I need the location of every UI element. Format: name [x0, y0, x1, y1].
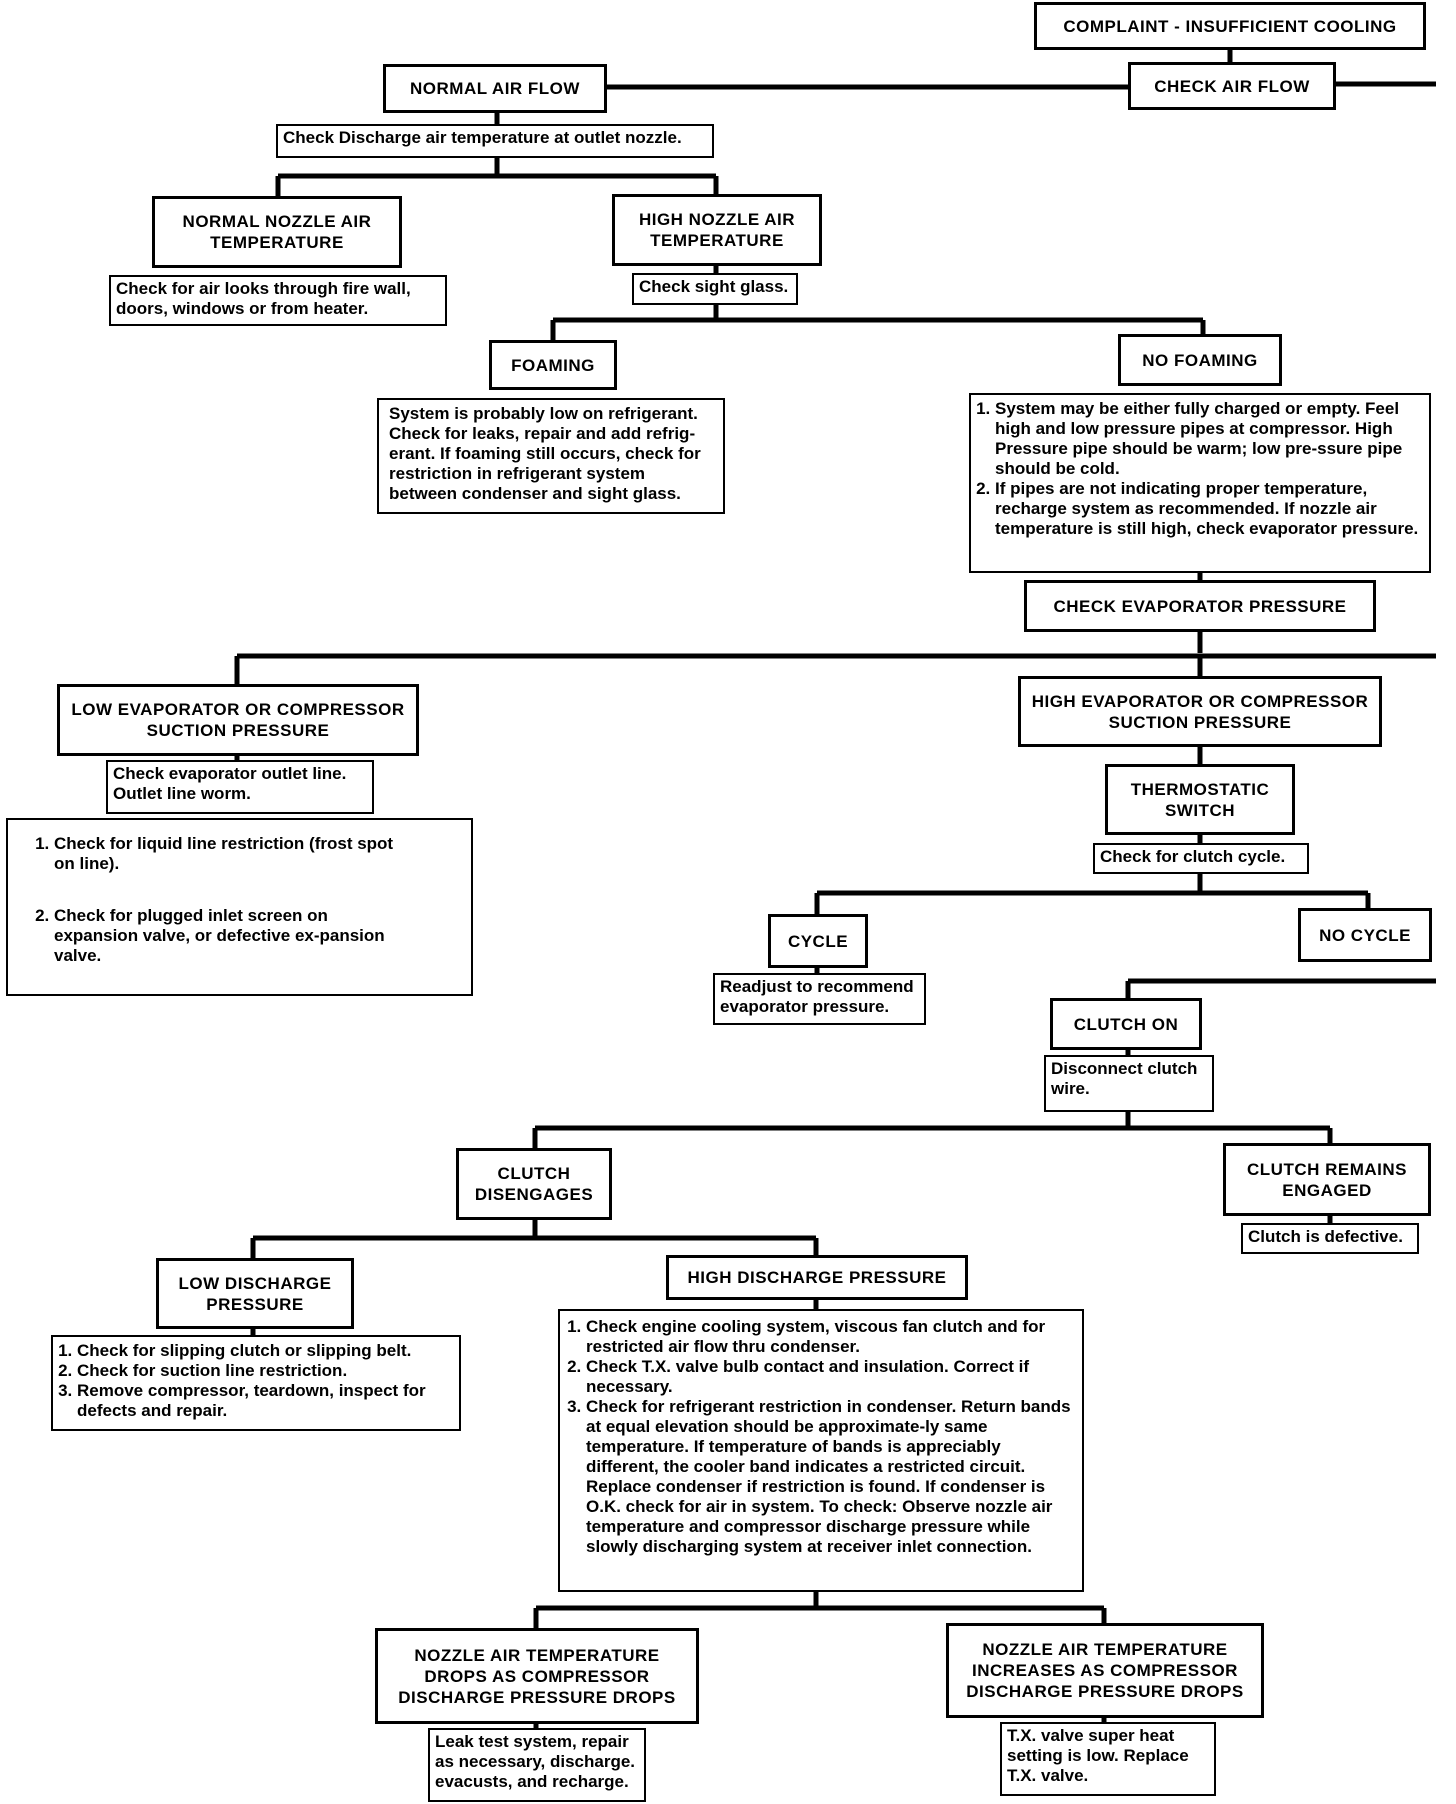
- check-sight-glass-note: Check sight glass.: [632, 273, 798, 305]
- clutch-defective-note: Clutch is defective.: [1241, 1223, 1419, 1254]
- normal-air-flow-label: NORMAL AIR FLOW: [410, 79, 580, 98]
- high-discharge-item: Check T.X. valve bulb contact and insula…: [586, 1357, 1078, 1397]
- low-discharge-note: Check for slipping clutch or slipping be…: [51, 1335, 461, 1431]
- tx-valve-text: T.X. valve super heat setting is low. Re…: [1007, 1726, 1189, 1785]
- thermostatic-switch-box: THERMOSTATIC SWITCH: [1105, 764, 1295, 835]
- clutch-disengages-box: CLUTCH DISENGAGES: [456, 1148, 612, 1220]
- high-discharge-item: Check engine cooling system, viscous fan…: [586, 1317, 1078, 1357]
- disconnect-wire-text: Disconnect clutch wire.: [1051, 1059, 1198, 1098]
- normal-air-flow-box: NORMAL AIR FLOW: [383, 64, 607, 113]
- no-foaming-item: If pipes are not indicating proper tempe…: [995, 479, 1425, 539]
- low-evap-item: Check for plugged inlet screen on expans…: [54, 906, 411, 966]
- complaint-box: COMPLAINT - INSUFFICIENT COOLING: [1034, 2, 1426, 50]
- check-air-leaks-text: Check for air looks through fire wall, d…: [116, 279, 411, 318]
- high-discharge-label: HIGH DISCHARGE PRESSURE: [687, 1268, 947, 1287]
- low-evap-box: LOW EVAPORATOR OR COMPRESSOR SUCTION PRE…: [57, 684, 419, 756]
- readjust-text: Readjust to recommend evaporator pressur…: [720, 977, 914, 1016]
- low-evap-item: Check for liquid line restriction (frost…: [54, 834, 411, 874]
- no-cycle-label: NO CYCLE: [1319, 925, 1411, 945]
- check-evap-pressure-label: CHECK EVAPORATOR PRESSURE: [1053, 596, 1347, 616]
- check-sight-glass-text: Check sight glass.: [639, 277, 789, 296]
- no-foaming-item: System may be either fully charged or em…: [995, 399, 1425, 479]
- clutch-disengages-label: CLUTCH DISENGAGES: [474, 1164, 594, 1204]
- clutch-remains-box: CLUTCH REMAINS ENGAGED: [1223, 1143, 1431, 1216]
- check-clutch-cycle-text: Check for clutch cycle.: [1100, 847, 1286, 866]
- check-air-leaks-note: Check for air looks through fire wall, d…: [109, 275, 447, 326]
- low-evap-note: Check for liquid line restriction (frost…: [6, 818, 473, 996]
- leak-test-note: Leak test system, repair as necessary, d…: [428, 1728, 646, 1802]
- check-evap-outlet-text: Check evaporator outlet line. Outlet lin…: [113, 764, 347, 803]
- normal-nozzle-temp-label: NORMAL NOZZLE AIR TEMPERATURE: [182, 212, 372, 252]
- foaming-label: FOAMING: [511, 355, 595, 375]
- check-evap-outlet-note: Check evaporator outlet line. Outlet lin…: [106, 760, 374, 814]
- low-evap-label: LOW EVAPORATOR OR COMPRESSOR SUCTION PRE…: [71, 700, 405, 740]
- high-discharge-note: Check engine cooling system, viscous fan…: [558, 1309, 1084, 1592]
- check-air-flow-label: CHECK AIR FLOW: [1154, 76, 1310, 96]
- high-evap-label: HIGH EVAPORATOR OR COMPRESSOR SUCTION PR…: [1031, 691, 1369, 732]
- check-clutch-cycle-note: Check for clutch cycle.: [1093, 843, 1309, 874]
- nozzle-increases-box: NOZZLE AIR TEMPERATURE INCREASES AS COMP…: [946, 1623, 1264, 1718]
- clutch-remains-label: CLUTCH REMAINS ENGAGED: [1247, 1159, 1407, 1200]
- high-nozzle-temp-box: HIGH NOZZLE AIR TEMPERATURE: [612, 194, 822, 266]
- foaming-note-text: System is probably low on refrigerant. C…: [389, 404, 701, 503]
- check-evap-pressure-box: CHECK EVAPORATOR PRESSURE: [1024, 580, 1376, 632]
- low-discharge-item: Remove compressor, teardown, inspect for…: [77, 1381, 455, 1421]
- check-discharge-temp-text: Check Discharge air temperature at outle…: [283, 128, 682, 147]
- no-foaming-note: System may be either fully charged or em…: [969, 393, 1431, 573]
- nozzle-drops-box: NOZZLE AIR TEMPERATURE DROPS AS COMPRESS…: [375, 1628, 699, 1724]
- normal-nozzle-temp-box: NORMAL NOZZLE AIR TEMPERATURE: [152, 196, 402, 268]
- nozzle-increases-label: NOZZLE AIR TEMPERATURE INCREASES AS COMP…: [966, 1640, 1244, 1701]
- disconnect-wire-note: Disconnect clutch wire.: [1044, 1055, 1214, 1112]
- clutch-on-box: CLUTCH ON: [1050, 998, 1202, 1050]
- foaming-note: System is probably low on refrigerant. C…: [377, 398, 725, 514]
- low-discharge-box: LOW DISCHARGE PRESSURE: [156, 1258, 354, 1329]
- clutch-on-label: CLUTCH ON: [1073, 1014, 1179, 1034]
- check-discharge-temp-note: Check Discharge air temperature at outle…: [276, 124, 714, 158]
- leak-test-text: Leak test system, repair as necessary, d…: [435, 1732, 636, 1791]
- check-air-flow-box: CHECK AIR FLOW: [1128, 62, 1336, 110]
- low-discharge-label: LOW DISCHARGE PRESSURE: [178, 1273, 332, 1314]
- foaming-box: FOAMING: [489, 340, 617, 390]
- clutch-defective-text: Clutch is defective.: [1248, 1227, 1403, 1246]
- no-foaming-box: NO FOAMING: [1118, 334, 1282, 386]
- high-evap-box: HIGH EVAPORATOR OR COMPRESSOR SUCTION PR…: [1018, 676, 1382, 747]
- cycle-box: CYCLE: [768, 914, 868, 968]
- thermostatic-switch-label: THERMOSTATIC SWITCH: [1130, 779, 1270, 820]
- complaint-label: COMPLAINT - INSUFFICIENT COOLING: [1063, 16, 1397, 36]
- no-cycle-box: NO CYCLE: [1298, 908, 1432, 962]
- nozzle-drops-label: NOZZLE AIR TEMPERATURE DROPS AS COMPRESS…: [398, 1645, 676, 1707]
- no-foaming-label: NO FOAMING: [1142, 350, 1258, 370]
- readjust-note: Readjust to recommend evaporator pressur…: [713, 973, 926, 1025]
- low-discharge-item: Check for slipping clutch or slipping be…: [77, 1341, 455, 1361]
- low-discharge-item: Check for suction line restriction.: [77, 1361, 455, 1381]
- high-discharge-box: HIGH DISCHARGE PRESSURE: [666, 1255, 968, 1300]
- high-nozzle-temp-label: HIGH NOZZLE AIR TEMPERATURE: [638, 210, 796, 250]
- tx-valve-note: T.X. valve super heat setting is low. Re…: [1000, 1722, 1216, 1796]
- cycle-label: CYCLE: [787, 931, 849, 951]
- high-discharge-item: Check for refrigerant restriction in con…: [586, 1397, 1078, 1557]
